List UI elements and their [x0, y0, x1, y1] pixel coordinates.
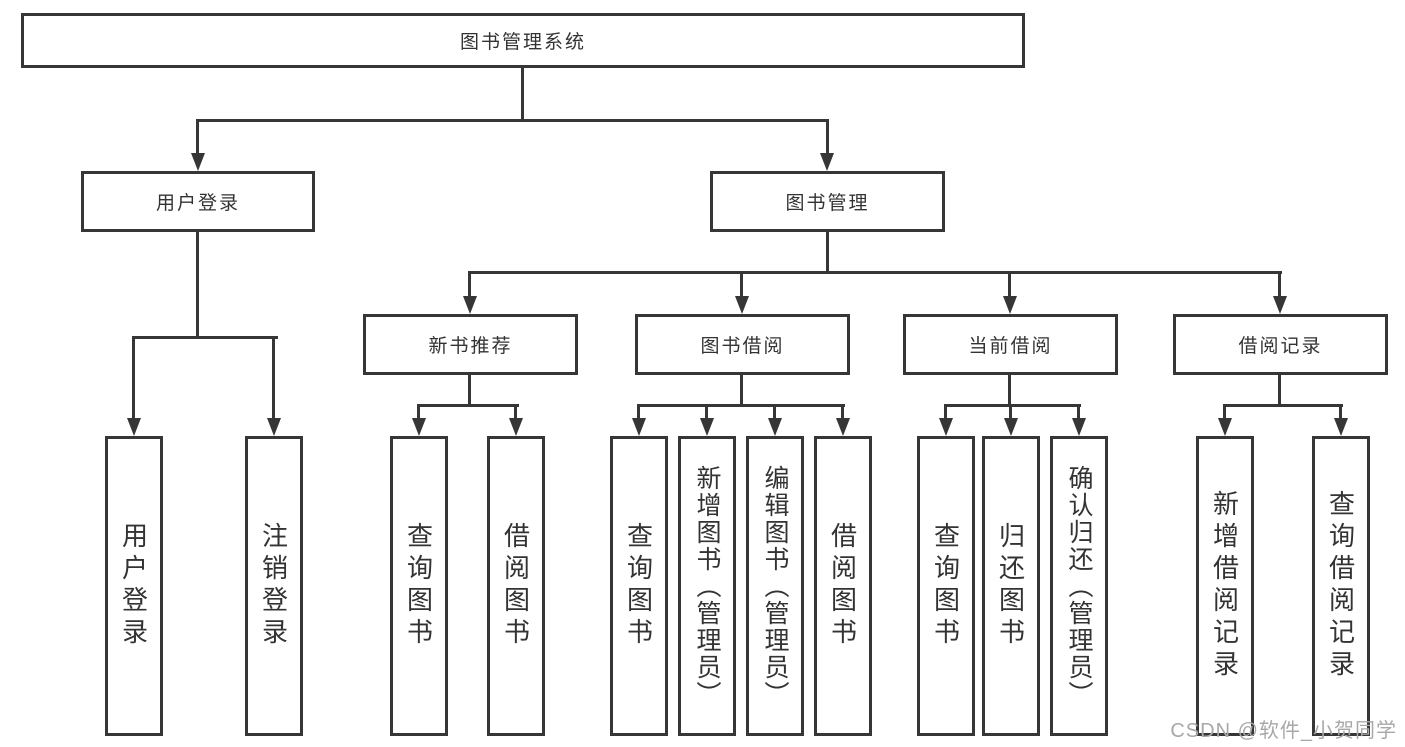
leaf-label: 注销登录 — [258, 522, 289, 650]
leaf-borrow-books: 借阅图书 — [814, 436, 872, 736]
connector-line — [1008, 375, 1011, 407]
connector-line — [826, 119, 829, 155]
connector-line — [773, 404, 776, 421]
csdn-watermark: CSDN @软件_小贺同学 — [1170, 720, 1397, 742]
connector-line — [1339, 404, 1342, 421]
leaf-label: 查询图书 — [623, 522, 654, 650]
connector-line — [1223, 404, 1343, 407]
node-label: 图书管理系统 — [459, 32, 586, 53]
connector-line — [637, 404, 845, 407]
leaf-add-borrow-record: 新增借阅记录 — [1196, 436, 1254, 736]
connector-line — [705, 404, 708, 421]
connector-line — [1008, 271, 1011, 299]
connector-line — [468, 271, 471, 299]
connector-line — [1278, 271, 1281, 299]
connector-line — [514, 404, 517, 421]
arrow-down-icon — [463, 296, 477, 314]
leaf-label: 借阅图书 — [500, 522, 531, 650]
node-borrow-records: 借阅记录 — [1173, 314, 1388, 375]
leaf-current-query-books: 查询图书 — [917, 436, 975, 736]
connector-line — [132, 336, 278, 339]
connector-line — [1223, 404, 1226, 421]
leaf-confirm-return-admin: 确认归还（管理员） — [1050, 436, 1108, 736]
connector-line — [740, 375, 743, 407]
connector-line — [196, 232, 199, 339]
node-label: 借阅记录 — [1238, 336, 1323, 357]
connector-line — [468, 375, 471, 407]
leaf-label: 查询图书 — [403, 522, 434, 650]
connector-line — [521, 67, 524, 122]
arrow-down-icon — [820, 153, 834, 171]
leaf-user-login: 用户登录 — [105, 436, 163, 736]
node-user-login: 用户登录 — [81, 171, 315, 232]
arrow-down-icon — [1072, 418, 1086, 436]
connector-line — [826, 232, 829, 274]
leaf-add-books-admin: 新增图书（管理员） — [678, 436, 736, 736]
leaf-label: 新增图书（管理员） — [693, 464, 721, 708]
arrow-down-icon — [1003, 296, 1017, 314]
connector-line — [637, 404, 640, 421]
connector-line — [1278, 375, 1281, 407]
arrow-down-icon — [191, 153, 205, 171]
arrow-down-icon — [735, 296, 749, 314]
connector-line — [944, 404, 1081, 407]
arrow-down-icon — [836, 418, 850, 436]
arrow-down-icon — [1218, 418, 1232, 436]
connector-line — [1077, 404, 1080, 421]
node-current-borrow: 当前借阅 — [903, 314, 1118, 375]
connector-line — [272, 336, 275, 420]
leaf-recommend-borrow-books: 借阅图书 — [487, 436, 545, 736]
connector-line — [944, 404, 947, 421]
arrow-down-icon — [700, 418, 714, 436]
node-label: 用户登录 — [155, 193, 240, 214]
leaf-logout: 注销登录 — [245, 436, 303, 736]
node-label: 新书推荐 — [428, 336, 513, 357]
leaf-borrow-query-books: 查询图书 — [610, 436, 668, 736]
connector-line — [740, 271, 743, 299]
arrow-down-icon — [412, 418, 426, 436]
connector-line — [1009, 404, 1012, 421]
connector-line — [196, 119, 829, 122]
leaf-return-books: 归还图书 — [982, 436, 1040, 736]
arrow-down-icon — [768, 418, 782, 436]
connector-line — [417, 404, 519, 407]
connector-line — [841, 404, 844, 421]
node-book-management: 图书管理 — [710, 171, 945, 232]
leaf-label: 归还图书 — [995, 522, 1026, 650]
connector-line — [468, 271, 1282, 274]
arrow-down-icon — [127, 418, 141, 436]
node-label: 当前借阅 — [968, 336, 1053, 357]
leaf-label: 查询图书 — [930, 522, 961, 650]
arrow-down-icon — [939, 418, 953, 436]
node-label: 图书借阅 — [700, 336, 785, 357]
leaf-query-borrow-record: 查询借阅记录 — [1312, 436, 1370, 736]
connector-line — [132, 336, 135, 420]
arrow-down-icon — [1273, 296, 1287, 314]
arrow-down-icon — [267, 418, 281, 436]
node-library-system: 图书管理系统 — [21, 13, 1025, 68]
arrow-down-icon — [632, 418, 646, 436]
leaf-recommend-query-books: 查询图书 — [390, 436, 448, 736]
arrow-down-icon — [1004, 418, 1018, 436]
node-book-borrow: 图书借阅 — [635, 314, 850, 375]
leaf-label: 查询借阅记录 — [1325, 490, 1356, 682]
connector-line — [196, 119, 199, 155]
node-new-book-recommend: 新书推荐 — [363, 314, 578, 375]
leaf-label: 新增借阅记录 — [1209, 490, 1240, 682]
leaf-label: 确认归还（管理员） — [1065, 464, 1093, 708]
leaf-label: 借阅图书 — [827, 522, 858, 650]
arrow-down-icon — [509, 418, 523, 436]
arrow-down-icon — [1334, 418, 1348, 436]
connector-line — [417, 404, 420, 421]
node-label: 图书管理 — [785, 193, 870, 214]
leaf-label: 用户登录 — [118, 522, 149, 650]
leaf-label: 编辑图书（管理员） — [761, 464, 789, 708]
leaf-edit-books-admin: 编辑图书（管理员） — [746, 436, 804, 736]
